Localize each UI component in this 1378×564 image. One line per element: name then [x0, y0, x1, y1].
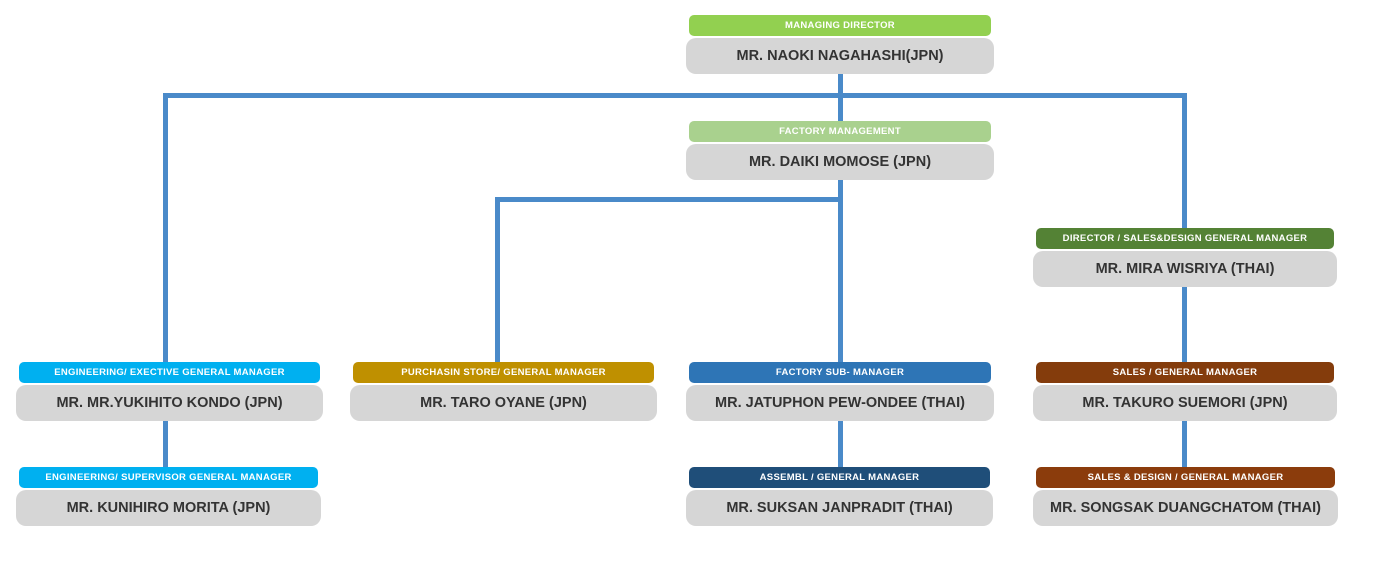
connector-engineering-to-supervisor [163, 421, 168, 467]
connector-horizontal-level1 [163, 93, 1187, 98]
connector-drop-purchasing [495, 197, 500, 362]
org-node-sales-general-manager: SALES / GENERAL MANAGER MR. TAKURO SUEMO… [1033, 362, 1337, 421]
role-header: FACTORY SUB- MANAGER [689, 362, 991, 383]
connector-director-to-sales [1182, 285, 1187, 362]
org-node-factory-sub-manager: FACTORY SUB- MANAGER MR. JATUPHON PEW-ON… [686, 362, 994, 421]
org-node-engineering-supervisor: ENGINEERING/ SUPERVISOR GENERAL MANAGER … [16, 467, 321, 526]
org-node-sales-design-general-manager: SALES & DESIGN / GENERAL MANAGER MR. SON… [1033, 467, 1338, 526]
role-header: DIRECTOR / SALES&DESIGN GENERAL MANAGER [1036, 228, 1334, 249]
connector-factorysub-to-assembly [838, 421, 843, 467]
connector-stem-factory [838, 178, 843, 362]
role-header: FACTORY MANAGEMENT [689, 121, 991, 142]
role-header: SALES & DESIGN / GENERAL MANAGER [1036, 467, 1335, 488]
role-header: ENGINEERING/ EXECTIVE GENERAL MANAGER [19, 362, 320, 383]
role-header: MANAGING DIRECTOR [689, 15, 991, 36]
role-header: ENGINEERING/ SUPERVISOR GENERAL MANAGER [19, 467, 318, 488]
connector-horizontal-level2 [495, 197, 843, 202]
org-node-assembly-general-manager: ASSEMBL / GENERAL MANAGER MR. SUKSAN JAN… [686, 467, 993, 526]
role-header: ASSEMBL / GENERAL MANAGER [689, 467, 990, 488]
connector-sales-to-salesdesign [1182, 421, 1187, 467]
person-name: MR. MIRA WISRIYA (THAI) [1033, 251, 1337, 287]
org-node-engineering-executive: ENGINEERING/ EXECTIVE GENERAL MANAGER MR… [16, 362, 323, 421]
org-node-factory-management: FACTORY MANAGEMENT MR. DAIKI MOMOSE (JPN… [686, 121, 994, 180]
connector-drop-engineering [163, 93, 168, 362]
person-name: MR. NAOKI NAGAHASHI(JPN) [686, 38, 994, 74]
person-name: MR. MR.YUKIHITO KONDO (JPN) [16, 385, 323, 421]
person-name: MR. TAKURO SUEMORI (JPN) [1033, 385, 1337, 421]
role-header: SALES / GENERAL MANAGER [1036, 362, 1334, 383]
person-name: MR. JATUPHON PEW-ONDEE (THAI) [686, 385, 994, 421]
person-name: MR. SONGSAK DUANGCHATOM (THAI) [1033, 490, 1338, 526]
person-name: MR. DAIKI MOMOSE (JPN) [686, 144, 994, 180]
org-node-purchasing-store: PURCHASIN STORE/ GENERAL MANAGER MR. TAR… [350, 362, 657, 421]
org-node-director-sales-design: DIRECTOR / SALES&DESIGN GENERAL MANAGER … [1033, 228, 1337, 287]
role-header: PURCHASIN STORE/ GENERAL MANAGER [353, 362, 654, 383]
connector-drop-director [1182, 93, 1187, 228]
org-node-managing-director: MANAGING DIRECTOR MR. NAOKI NAGAHASHI(JP… [686, 15, 994, 74]
person-name: MR. TARO OYANE (JPN) [350, 385, 657, 421]
person-name: MR. KUNIHIRO MORITA (JPN) [16, 490, 321, 526]
person-name: MR. SUKSAN JANPRADIT (THAI) [686, 490, 993, 526]
